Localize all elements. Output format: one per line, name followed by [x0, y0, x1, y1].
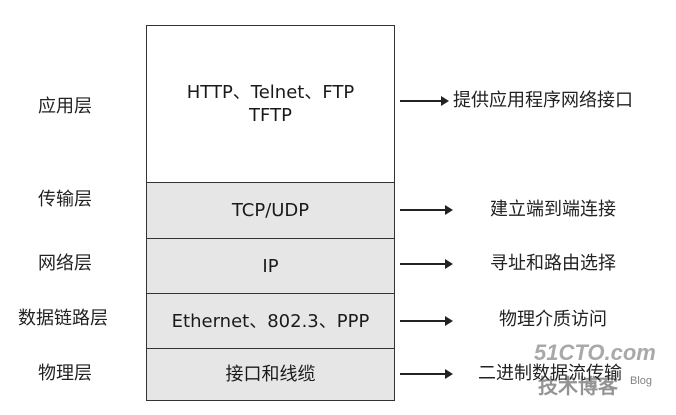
protocols-application-line1: HTTP、Telnet、FTP: [186, 82, 355, 103]
layer-name-transport: 传输层: [38, 189, 92, 210]
protocols-physical: 接口和线缆: [225, 364, 316, 385]
function-transport: 建立端到端连接: [490, 199, 616, 220]
watermark-sub: 技术博客: [538, 376, 618, 398]
arrow-physical: [400, 369, 453, 379]
function-datalink: 物理介质访问: [499, 309, 607, 330]
box-application: HTTP、Telnet、FTP TFTP: [147, 26, 394, 182]
layer-name-physical: 物理层: [38, 363, 92, 384]
box-transport: TCP/UDP: [147, 182, 394, 238]
function-physical: 二进制数据流传输: [478, 363, 622, 384]
arrow-datalink: [400, 316, 453, 326]
layer-name-datalink: 数据链路层: [18, 308, 108, 329]
protocols-network: IP: [262, 255, 279, 277]
box-datalink: Ethernet、802.3、PPP: [147, 293, 394, 348]
layer-name-application: 应用层: [38, 96, 92, 117]
protocols-datalink: Ethernet、802.3、PPP: [171, 310, 370, 332]
arrow-network: [400, 259, 453, 269]
arrow-application: [400, 96, 449, 106]
watermark-blog: Blog: [630, 375, 653, 387]
function-application: 提供应用程序网络接口: [453, 90, 633, 111]
function-network: 寻址和路由选择: [490, 253, 616, 274]
arrow-transport: [400, 205, 453, 215]
box-network: IP: [147, 238, 394, 293]
layer-name-network: 网络层: [38, 253, 92, 274]
protocol-stack: HTTP、Telnet、FTP TFTP TCP/UDP IP Ethernet…: [146, 25, 395, 401]
protocols-transport: TCP/UDP: [231, 200, 310, 221]
box-physical: 接口和线缆: [147, 348, 394, 400]
protocols-application-line2: TFTP: [249, 105, 292, 126]
watermark-site: 51CTO.com: [534, 340, 656, 365]
